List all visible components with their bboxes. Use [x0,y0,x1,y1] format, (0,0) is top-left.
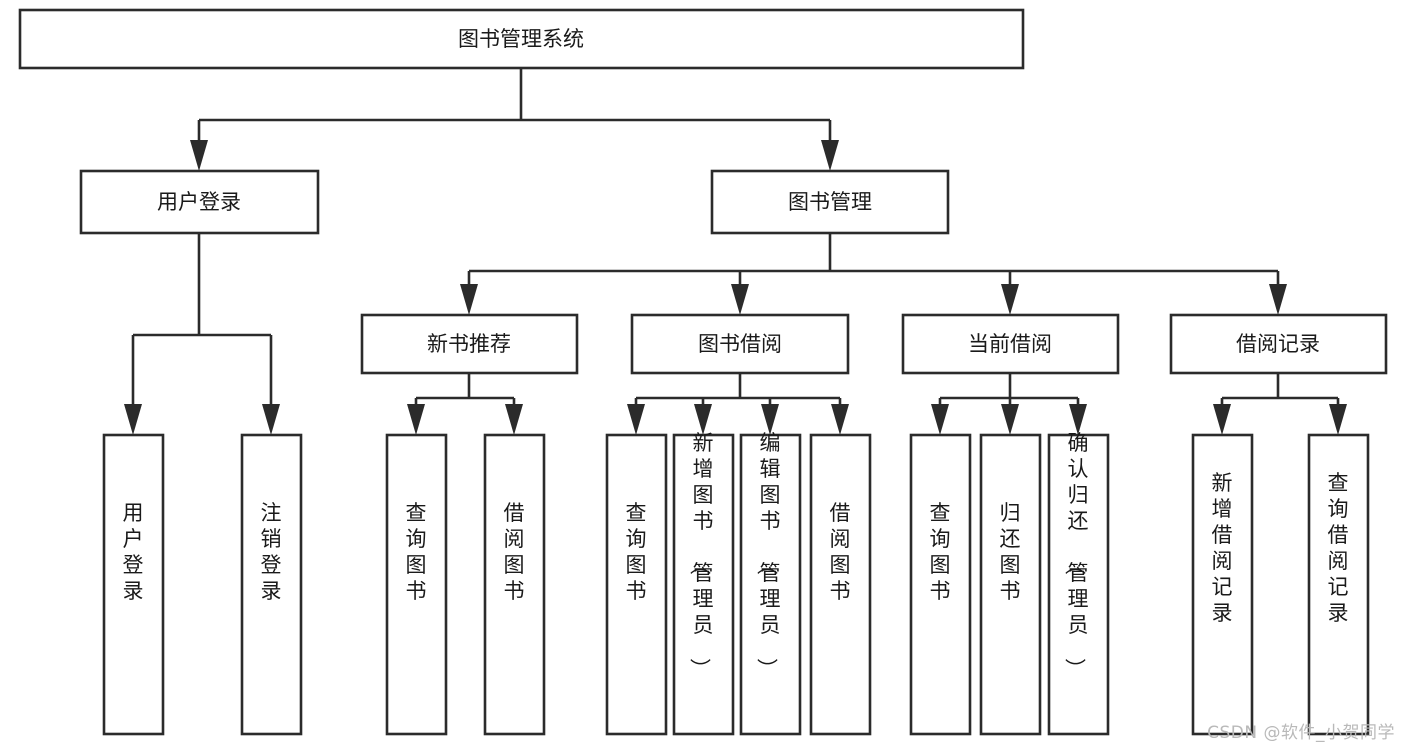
leaf-currentborrow-return[interactable]: 归还图书 [979,433,1042,736]
arrow-to-current-borrow [1001,284,1019,315]
arrow-to-book-manage [821,140,839,171]
node-borrow-record-label: 借阅记录 [1236,332,1320,356]
leaf-borrowrecord-add-box[interactable] [1191,433,1254,736]
leaf-borrowrecord-add[interactable]: 新增借阅记录 [1191,433,1254,736]
leaf-currentborrow-query-label: 查询图书 [930,501,951,603]
arrow-to-leaf-newbook-query [407,404,425,435]
leaf-bookborrow-edit-label: 编辑图书（管理员） [755,431,781,679]
leaf-currentborrow-return-box[interactable] [979,433,1042,736]
node-new-book-recommend-box[interactable] [360,313,579,375]
leaf-bookborrow-query[interactable]: 查询图书 [605,433,668,736]
node-book-borrow[interactable]: 图书借阅 [630,313,850,375]
leaf-newbook-query[interactable]: 查询图书 [385,433,448,736]
leaf-newbook-borrow-box[interactable] [483,433,546,736]
leaf-bookborrow-query-box[interactable] [605,433,668,736]
leaf-borrowrecord-query-box[interactable] [1307,433,1370,736]
leaf-borrowrecord-query[interactable]: 查询借阅记录 [1307,433,1370,736]
arrow-to-leaf-newbook-borrow [505,404,523,435]
node-borrow-record-box[interactable] [1169,313,1388,375]
leaf-newbook-borrow[interactable]: 借阅图书 [483,433,546,736]
leaf-bookborrow-add[interactable]: 新增图书（管理员） [672,431,735,736]
leaf-borrowrecord-query-label: 查询借阅记录 [1328,471,1349,625]
node-user-login-box[interactable] [79,169,320,235]
arrow-to-new-book-recommend [460,284,478,315]
node-book-manage-box[interactable] [710,169,950,235]
leaf-bookborrow-edit-box[interactable] [739,433,802,736]
leaf-currentborrow-confirm-box[interactable] [1047,433,1110,736]
leaf-currentborrow-query-box[interactable] [909,433,972,736]
arrow-to-leaf-user-login [124,404,142,435]
node-root-box[interactable] [18,8,1025,70]
leaf-bookborrow-lend[interactable]: 借阅图书 [809,433,872,736]
node-current-borrow-label: 当前借阅 [968,332,1052,356]
arrow-to-book-borrow [731,284,749,315]
leaf-user-login-logout[interactable]: 注销登录 [240,433,303,736]
leaf-newbook-query-label: 查询图书 [406,501,427,603]
leaf-user-login-logout-label: 注销登录 [261,501,282,603]
arrow-to-leaf-record-add [1213,404,1231,435]
leaf-bookborrow-edit[interactable]: 编辑图书（管理员） [739,431,802,736]
leaf-currentborrow-query[interactable]: 查询图书 [909,433,972,736]
leaf-borrowrecord-add-label: 新增借阅记录 [1212,471,1233,625]
arrow-to-borrow-record [1269,284,1287,315]
node-new-book-recommend[interactable]: 新书推荐 [360,313,579,375]
leaf-bookborrow-add-label: 新增图书（管理员） [688,431,714,679]
arrow-to-leaf-borrow-lend [831,404,849,435]
leaf-bookborrow-lend-label: 借阅图书 [830,501,851,603]
arrow-to-leaf-borrow-add [694,404,712,435]
arrow-to-leaf-logout [262,404,280,435]
arrow-to-user-login [190,140,208,171]
node-book-borrow-box[interactable] [630,313,850,375]
connector-layer [124,68,1347,435]
node-root[interactable]: 图书管理系统 [18,8,1025,70]
leaf-currentborrow-return-label: 归还图书 [1000,501,1021,603]
leaf-currentborrow-confirm-label: 确认归还（管理员） [1063,431,1089,679]
leaf-user-login-login-box[interactable] [102,433,165,736]
node-current-borrow[interactable]: 当前借阅 [901,313,1120,375]
arrow-to-leaf-current-query [931,404,949,435]
leaf-user-login-login[interactable]: 用户登录 [102,433,165,736]
node-user-login-label: 用户登录 [157,190,241,214]
node-book-borrow-label: 图书借阅 [698,332,782,356]
node-current-borrow-box[interactable] [901,313,1120,375]
arrow-to-leaf-borrow-query [627,404,645,435]
leaf-bookborrow-query-label: 查询图书 [626,501,647,603]
node-user-login[interactable]: 用户登录 [79,169,320,235]
arrow-to-leaf-record-query [1329,404,1347,435]
node-book-manage[interactable]: 图书管理 [710,169,950,235]
arrow-to-leaf-borrow-edit [761,404,779,435]
arrow-to-leaf-current-confirm [1069,404,1087,435]
leaf-bookborrow-lend-box[interactable] [809,433,872,736]
arrow-to-leaf-current-return [1001,404,1019,435]
node-root-label: 图书管理系统 [458,27,584,51]
leaf-newbook-borrow-label: 借阅图书 [504,501,525,603]
leaf-user-login-logout-box[interactable] [240,433,303,736]
node-new-book-recommend-label: 新书推荐 [427,332,511,356]
node-borrow-record[interactable]: 借阅记录 [1169,313,1388,375]
node-book-manage-label: 图书管理 [788,190,872,214]
leaf-newbook-query-box[interactable] [385,433,448,736]
leaf-bookborrow-add-box[interactable] [672,433,735,736]
leaf-user-login-login-label: 用户登录 [123,501,144,603]
leaf-currentborrow-confirm[interactable]: 确认归还（管理员） [1047,431,1110,736]
